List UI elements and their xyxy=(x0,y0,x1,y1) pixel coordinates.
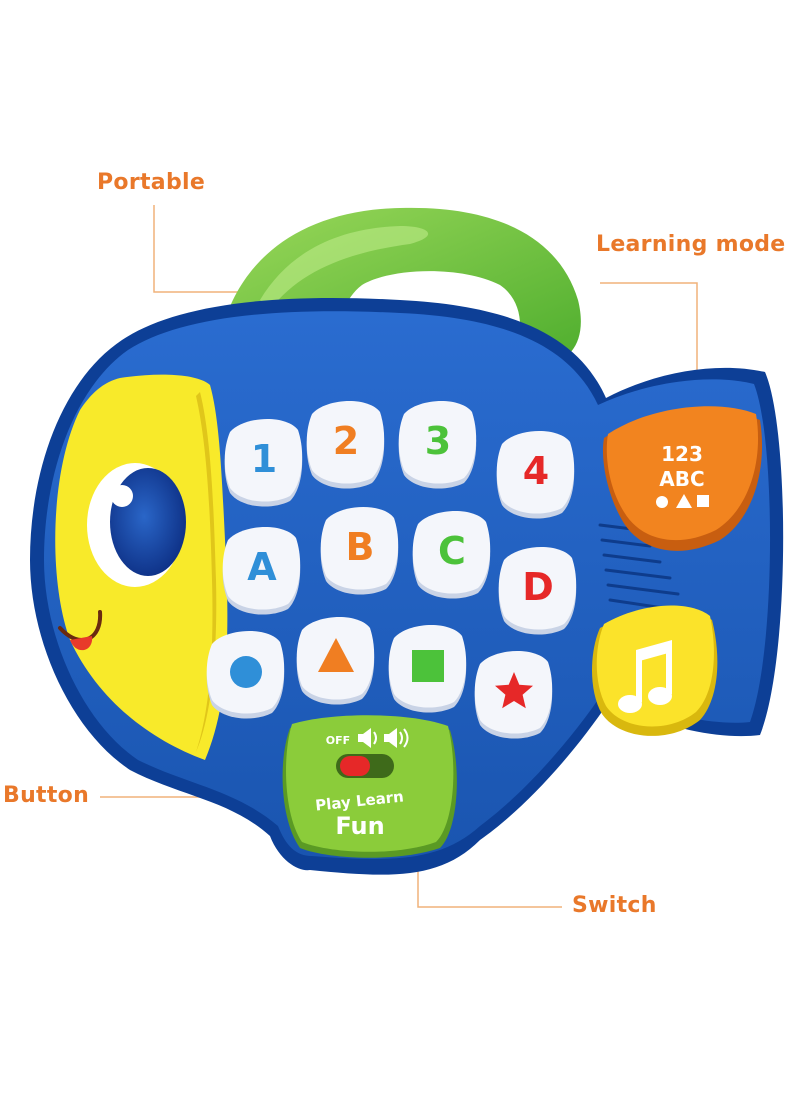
switch-off-label: OFF xyxy=(326,734,350,747)
music-button[interactable] xyxy=(592,605,718,736)
brand-line-fun: Fun xyxy=(335,812,384,840)
number-key-label: 1 xyxy=(251,437,277,481)
number-key-1[interactable]: 1 xyxy=(224,418,303,507)
learning-mode-button[interactable]: 123 ABC xyxy=(602,406,763,551)
letter-key-label: B xyxy=(346,525,375,569)
letter-key-label: C xyxy=(438,529,466,573)
triangle-shape-icon xyxy=(318,638,354,672)
callout-portable: Portable xyxy=(97,170,206,195)
callout-button: Button xyxy=(3,783,90,808)
star-shape-icon xyxy=(495,672,533,709)
mode-line-letters: ABC xyxy=(659,467,704,491)
speaker-loud-icon xyxy=(384,728,409,748)
shape-key-circle[interactable] xyxy=(206,630,285,719)
fish-eye-pupil xyxy=(110,468,186,576)
switch-panel: OFF Play Learn Fun xyxy=(282,715,457,858)
fish-tongue xyxy=(70,636,93,651)
letter-key-a[interactable]: A xyxy=(222,526,301,615)
number-key-label: 4 xyxy=(523,449,549,493)
mode-line-numbers: 123 xyxy=(661,442,703,466)
mode-square-icon xyxy=(697,495,709,507)
handle-shine xyxy=(260,226,429,310)
fish-eye-highlight xyxy=(111,485,133,507)
music-note-icon xyxy=(618,640,672,713)
fish-body-face xyxy=(44,311,771,859)
letter-key-d[interactable]: D xyxy=(498,546,577,635)
number-key-label: 3 xyxy=(425,419,451,463)
leader-line-learning-mode xyxy=(600,282,698,410)
callout-learning-mode: Learning mode xyxy=(596,232,786,257)
mode-triangle-icon xyxy=(676,494,692,508)
number-key-4[interactable]: 4 xyxy=(496,430,575,519)
letter-key-b[interactable]: B xyxy=(320,506,399,595)
number-key-label: 2 xyxy=(333,419,359,463)
speaker-icon xyxy=(358,728,377,748)
number-key-3[interactable]: 3 xyxy=(398,400,477,489)
shape-key-square[interactable] xyxy=(388,624,467,713)
circle-shape-icon xyxy=(230,656,262,688)
mode-circle-icon xyxy=(656,496,668,508)
letter-key-label: D xyxy=(522,565,554,609)
power-switch[interactable] xyxy=(340,756,370,776)
callout-switch: Switch xyxy=(572,893,657,918)
letter-key-c[interactable]: C xyxy=(412,510,491,599)
number-key-2[interactable]: 2 xyxy=(306,400,385,489)
shape-key-star[interactable] xyxy=(474,650,553,739)
keypad: 1 2 3 4A B C D xyxy=(206,400,577,739)
letter-key-label: A xyxy=(247,545,277,589)
shape-key-triangle[interactable] xyxy=(296,616,375,705)
square-shape-icon xyxy=(412,650,444,682)
